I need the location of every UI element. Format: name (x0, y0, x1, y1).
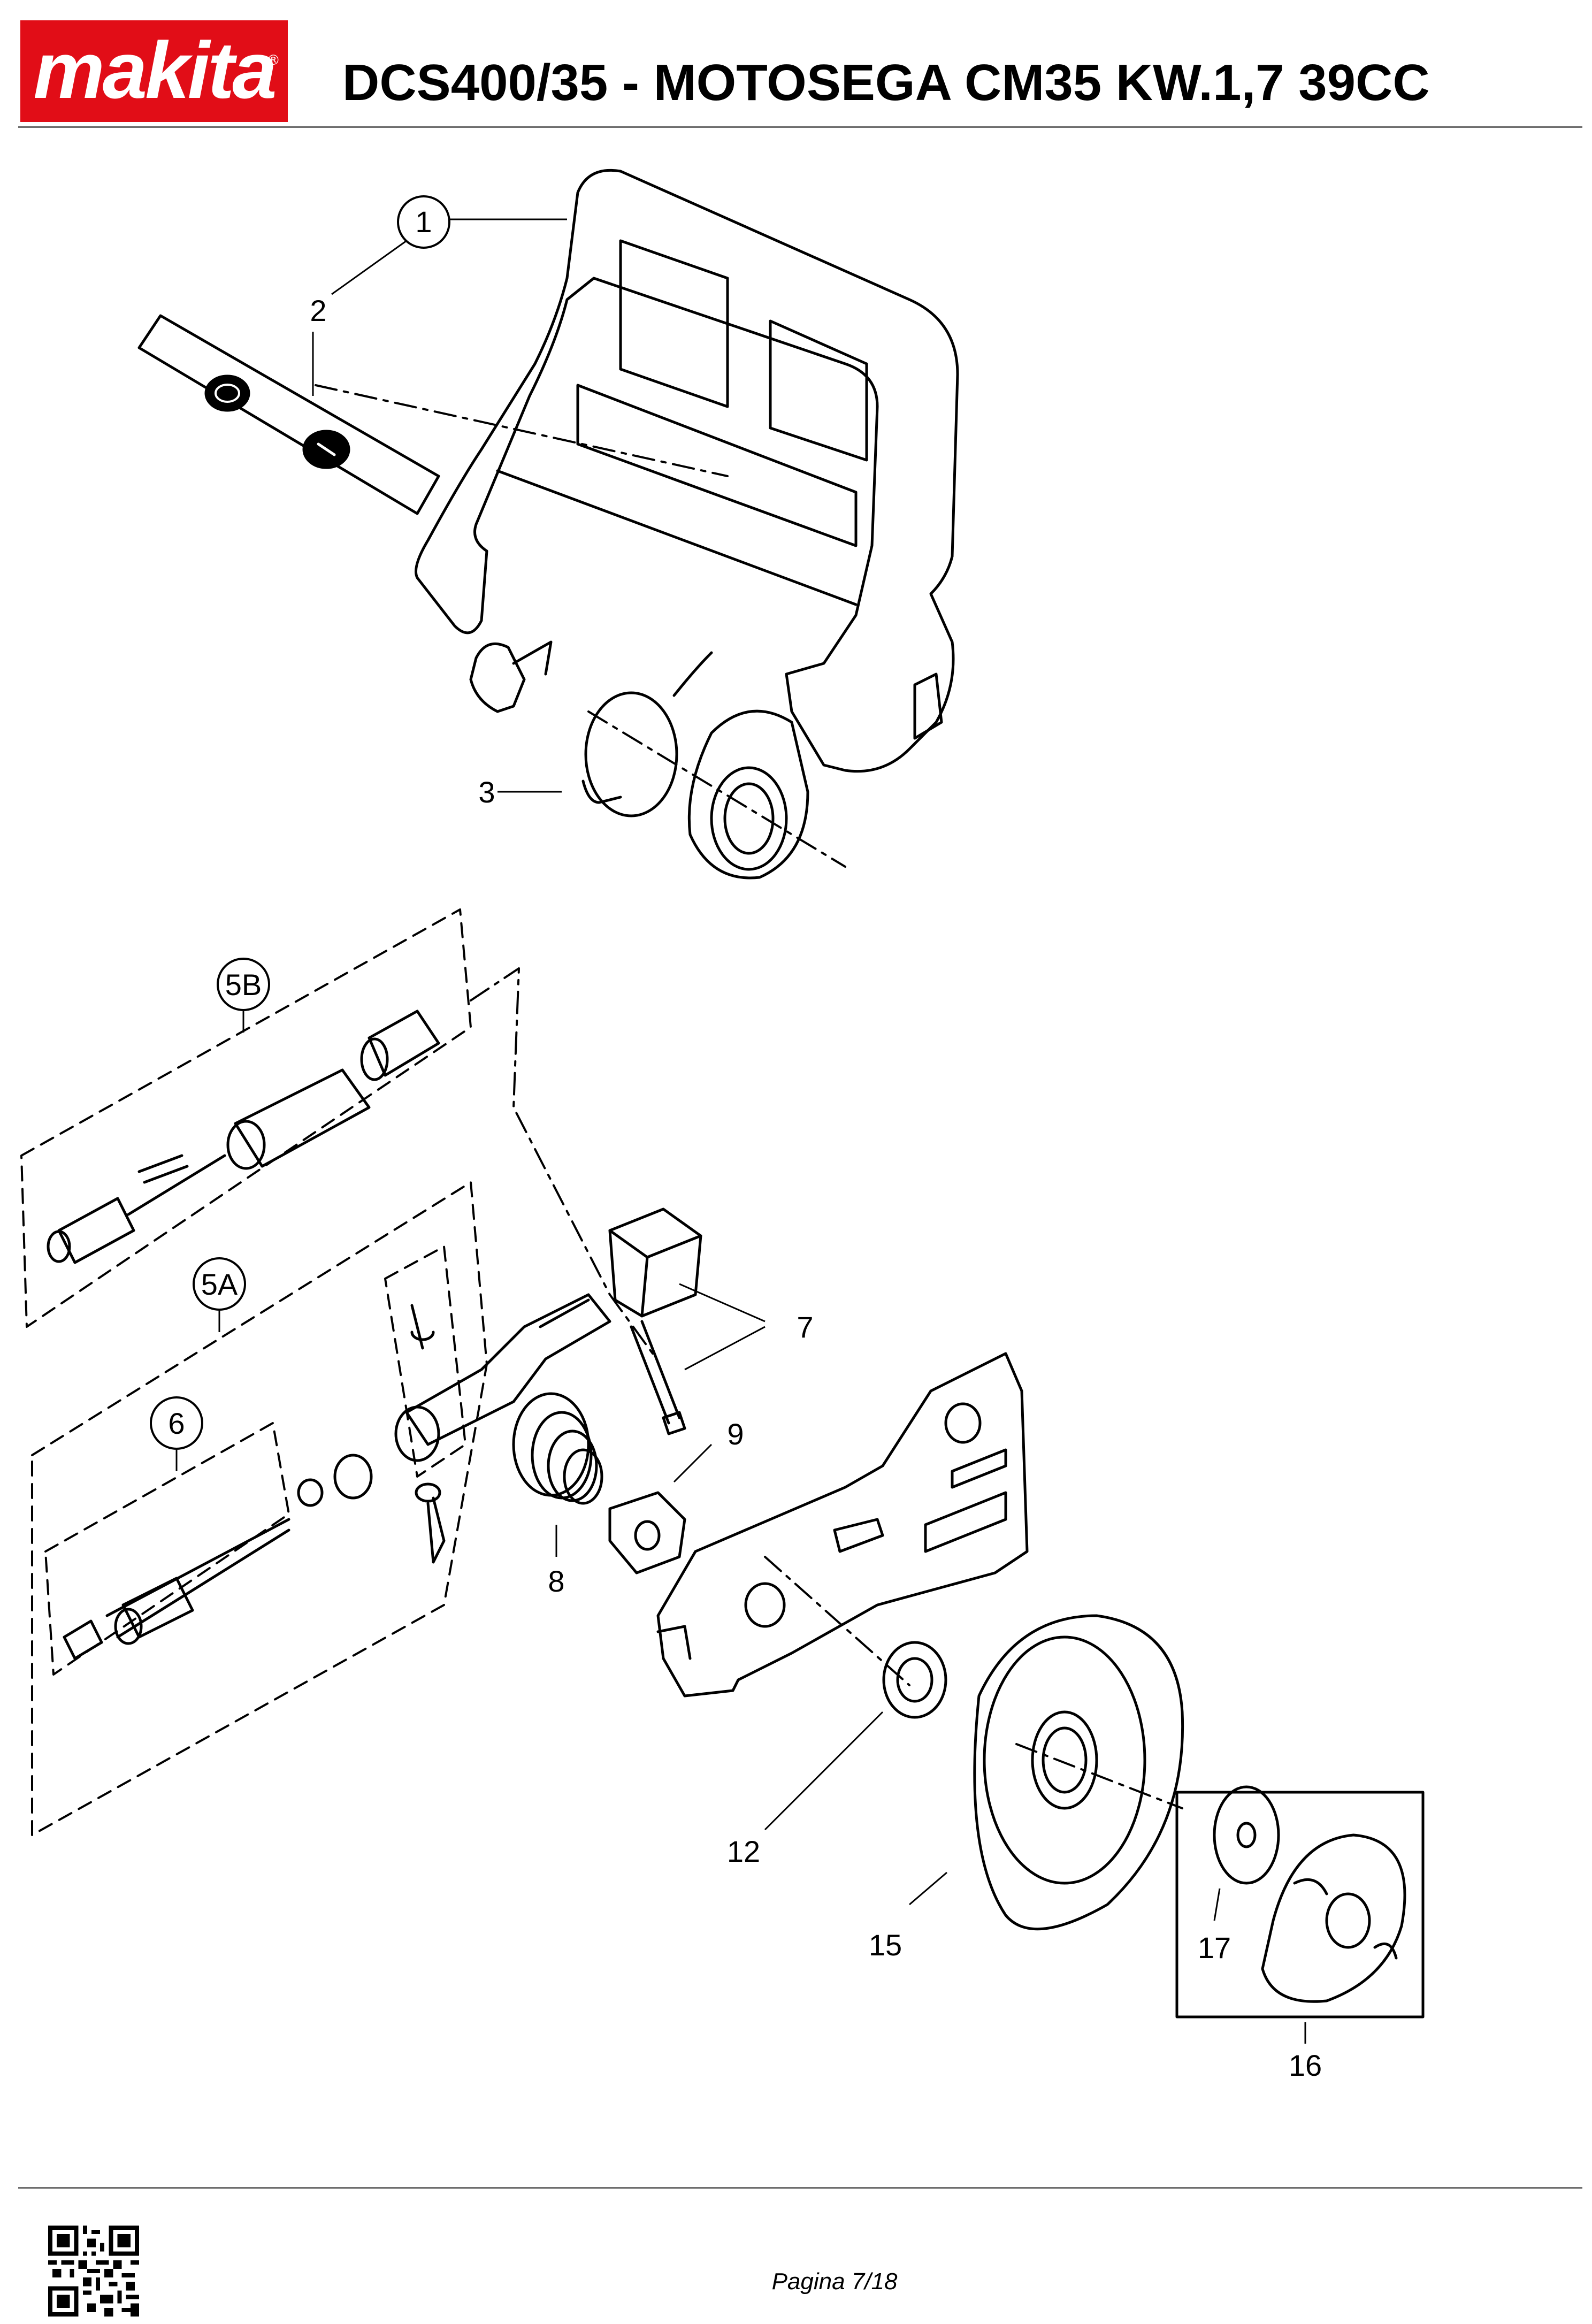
coil-spring-part (512, 1392, 603, 1505)
adjuster-5b-part (47, 1010, 440, 1264)
header-divider (18, 126, 1582, 128)
adjuster-5a-part (63, 1293, 611, 1660)
callout-3: 3 (478, 775, 495, 809)
page-number: Pagina 7/18 (771, 2268, 898, 2295)
hand-guard-part (415, 169, 959, 880)
callout-15: 15 (869, 1928, 902, 1962)
clutch-assembly-part (1175, 1785, 1425, 2019)
washer-part (882, 1641, 947, 1719)
callout-12: 12 (727, 1834, 760, 1868)
callout-6: 6 (168, 1406, 185, 1440)
logo-text: makita (33, 25, 277, 115)
clutch-drum-part (973, 1614, 1184, 1931)
callout-5b: 5B (225, 968, 262, 1002)
tensioner-nut-part (608, 1207, 702, 1435)
qr-code-icon (48, 2226, 139, 2317)
callout-17: 17 (1198, 1931, 1231, 1964)
footer-divider (18, 2187, 1582, 2189)
callout-1: 1 (415, 205, 432, 239)
chain-guide-plate-part (656, 1352, 1029, 1698)
callout-7: 7 (797, 1310, 813, 1344)
small-nut-part (608, 1491, 686, 1574)
callout-2: 2 (310, 294, 326, 327)
callout-8: 8 (548, 1564, 564, 1598)
registered-mark: ® (266, 52, 280, 68)
page-title: DCS400/35 - MOTOSEGA CM35 KW.1,7 39CC (342, 54, 1430, 111)
callout-16: 16 (1289, 2048, 1322, 2082)
safety-decal-part (137, 314, 440, 515)
exploded-parts-diagram: 1 2 3 5B 5A 6 7 8 9 12 15 16 17 (20, 169, 1425, 2082)
spring-part (581, 651, 713, 817)
callout-5a: 5A (201, 1267, 238, 1301)
makita-logo: makita ® (20, 20, 288, 122)
callout-9: 9 (727, 1417, 744, 1451)
